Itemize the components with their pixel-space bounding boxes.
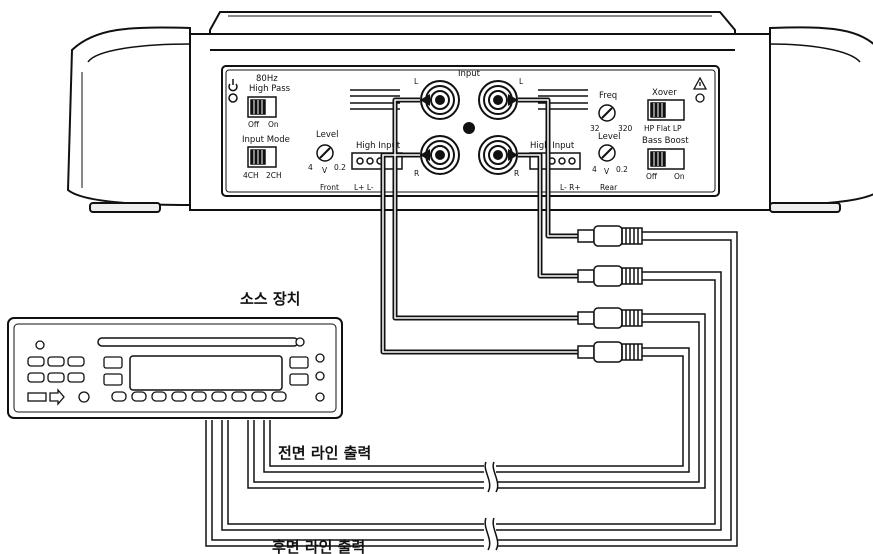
- rca-jack-rear-left[interactable]: [478, 80, 518, 120]
- rca-front-r-label: R: [414, 169, 419, 178]
- front-section-label: Front: [320, 183, 339, 192]
- front-speaker-label: L+ L-: [354, 183, 374, 192]
- front-level-title: Level: [316, 130, 338, 140]
- bass-boost-on: On: [674, 172, 685, 181]
- rear-level-unit: V: [604, 167, 610, 176]
- cable-break-marks: [484, 461, 499, 551]
- display-screen: [129, 355, 283, 391]
- rear-line-out-label: 후면 라인 출력: [272, 538, 365, 554]
- freq-title: Freq: [599, 91, 617, 101]
- input-mode-2ch: 2CH: [266, 171, 282, 180]
- rca-cables-outline: [205, 231, 738, 547]
- front-level-max: 0.2: [334, 163, 346, 172]
- xover-switch[interactable]: [647, 99, 685, 121]
- freq-knob[interactable]: [598, 104, 616, 122]
- rca-plug-1[interactable]: [577, 225, 643, 247]
- rear-level-title: Level: [598, 132, 620, 142]
- rca-guard-bars: [350, 89, 588, 110]
- high-pass-switch[interactable]: [247, 96, 277, 118]
- front-high-input-label: High Input: [356, 141, 401, 151]
- rca-plug-3[interactable]: [577, 307, 643, 329]
- bass-boost-switch[interactable]: [647, 148, 685, 170]
- device-buttons[interactable]: [27, 337, 325, 406]
- rear-level-min: 4: [592, 165, 597, 174]
- xover-title: Xover: [652, 88, 677, 98]
- hp-on-label: On: [268, 120, 279, 129]
- rca-rear-r-label: R: [514, 169, 519, 178]
- rca-jack-rear-right[interactable]: [478, 135, 518, 175]
- xover-options: HP Flat LP: [644, 124, 682, 133]
- freq-min: 32: [590, 124, 600, 133]
- rear-high-input-label: High Input: [530, 141, 575, 151]
- input-label: Input: [458, 69, 481, 79]
- hp-off-label: Off: [248, 120, 260, 129]
- rca-jacks: [420, 80, 518, 175]
- power-icon: [228, 79, 238, 103]
- input-mode-4ch: 4CH: [243, 171, 259, 180]
- rca-jack-front-left[interactable]: [420, 80, 460, 120]
- arrow-icons: [420, 94, 518, 161]
- bass-boost-title: Bass Boost: [642, 136, 689, 146]
- front-level-min: 4: [308, 163, 313, 172]
- rear-level-max: 0.2: [616, 165, 628, 174]
- front-level-knob[interactable]: [316, 144, 334, 162]
- hp-title-1: 80Hz: [256, 74, 278, 84]
- rca-plug-4[interactable]: [577, 341, 643, 363]
- input-mode-title: Input Mode: [242, 135, 290, 145]
- front-line-out-label: 전면 라인 출력: [278, 444, 371, 462]
- rear-speaker-label: L- R+: [560, 183, 581, 192]
- cable-highlights: [382, 99, 580, 353]
- source-device-label: 소스 장치: [240, 290, 300, 308]
- rca-front-l-label: L: [414, 77, 419, 86]
- cd-slot: [97, 337, 299, 347]
- rear-section-label: Rear: [600, 183, 618, 192]
- source-device: [7, 317, 343, 419]
- input-mode-switch[interactable]: [247, 146, 277, 168]
- front-level-unit: V: [322, 166, 328, 175]
- rca-plugs: [577, 225, 643, 363]
- bass-boost-off: Off: [646, 172, 658, 181]
- rear-level-knob[interactable]: [598, 144, 616, 162]
- warning-icon: [692, 76, 708, 103]
- amplifier: [66, 11, 873, 213]
- freq-max: 320: [618, 124, 633, 133]
- hp-title-2: High Pass: [249, 84, 291, 94]
- rca-rear-l-label: L: [519, 77, 524, 86]
- center-screw-icon: [463, 122, 475, 134]
- rca-plug-2[interactable]: [577, 265, 643, 287]
